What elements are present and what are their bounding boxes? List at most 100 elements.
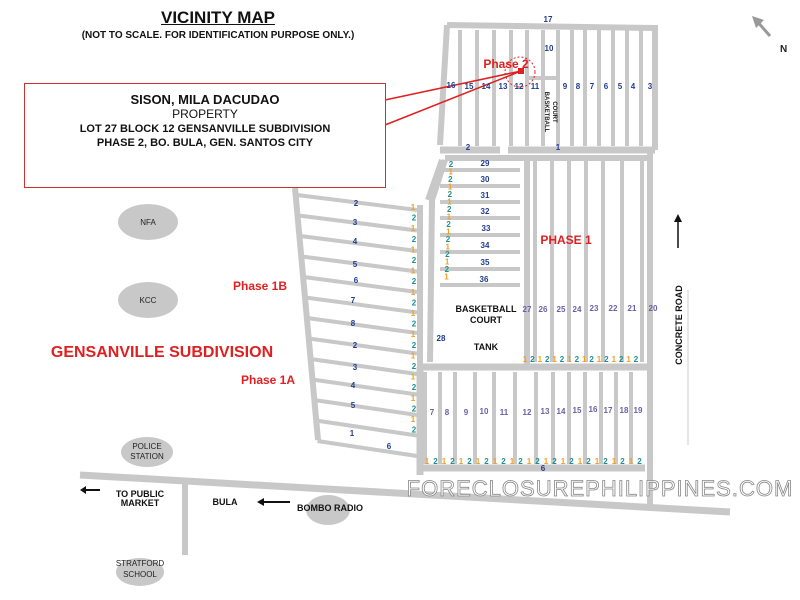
map-title: VICINITY MAP <box>161 8 275 27</box>
lot-mark: 2 <box>412 277 417 286</box>
lot-label: 5 <box>618 82 623 91</box>
lot-mark: 1 <box>527 457 532 466</box>
lot-label: 9 <box>563 82 568 91</box>
lot-mark: 2 <box>501 457 506 466</box>
police-station-marker <box>121 437 173 467</box>
nfa-label: NFA <box>140 218 156 227</box>
north-label: N <box>780 44 787 55</box>
lot-label: 35 <box>481 258 490 267</box>
lot-mark: 1 <box>538 355 543 364</box>
lot-mark: 2 <box>637 457 642 466</box>
lot-label: 2 <box>354 199 359 208</box>
phase1ab-block <box>292 187 423 470</box>
lot-label: 31 <box>481 191 490 200</box>
phase1-label: PHASE 1 <box>540 233 592 247</box>
lot-label: 33 <box>482 224 491 233</box>
lot-mark: 2 <box>518 457 523 466</box>
lot-label: 16 <box>447 81 456 90</box>
lot-line <box>312 377 418 397</box>
lot-label: 14 <box>557 407 566 416</box>
lot-label: 17 <box>604 406 613 415</box>
lot-label: 27 <box>523 305 532 314</box>
lot-label: 23 <box>590 304 599 313</box>
lot-label: 6 <box>354 276 359 285</box>
phase1b-label: Phase 1B <box>233 279 287 293</box>
lot-label: 10 <box>480 407 489 416</box>
basketball-court-top-label-2: COURT <box>551 101 557 123</box>
lot-mark: 2 <box>412 383 417 392</box>
lot-label: 3 <box>353 218 358 227</box>
lot-label: 16 <box>589 405 598 414</box>
stratford-school-marker <box>116 558 164 586</box>
lot-mark: 2 <box>412 320 417 329</box>
lot-mark: 2 <box>412 426 417 435</box>
lot-mark: 2 <box>445 250 450 259</box>
lot-mark: 2 <box>412 404 417 413</box>
lot-label: 9 <box>464 408 469 417</box>
lot-label: 2 <box>466 143 471 152</box>
lot-mark: 2 <box>412 362 417 371</box>
lot-mark: 1 <box>595 457 600 466</box>
lot-mark: 1 <box>597 355 602 364</box>
property-owner: SISON, MILA DACUDAO <box>130 92 280 107</box>
lot-mark: 1 <box>411 245 416 254</box>
lot-mark: 2 <box>446 220 451 229</box>
lot-line <box>306 316 418 335</box>
lot-mark: 2 <box>604 355 609 364</box>
lot-label: 17 <box>544 15 553 24</box>
police-label-2: STATION <box>130 452 164 461</box>
map-subtitle: (NOT TO SCALE. FOR IDENTIFICATION PURPOS… <box>81 30 355 41</box>
lot-line <box>305 295 418 315</box>
lot-mark: 2 <box>433 457 438 466</box>
bombo-radio-label: BOMBO RADIO <box>297 503 363 513</box>
lot-label: 28 <box>437 334 446 343</box>
lot-mark: 1 <box>523 355 528 364</box>
left-arrow-icon <box>257 498 290 506</box>
lot-label: 5 <box>353 260 358 269</box>
lot-label: 3 <box>353 363 358 372</box>
lot-mark: 2 <box>634 355 639 364</box>
lot-label: 29 <box>481 159 490 168</box>
lot-label: 14 <box>482 82 491 91</box>
lot-mark: 1 <box>411 330 416 339</box>
lot-mark: 2 <box>446 235 451 244</box>
lot-mark: 1 <box>552 355 557 364</box>
lot-label: 20 <box>649 304 658 313</box>
lot-line <box>317 439 418 458</box>
lot-line <box>310 357 418 376</box>
lot-mark: 2 <box>450 457 455 466</box>
lot-mark: 1 <box>459 457 464 466</box>
lot-line <box>298 213 418 233</box>
lot-label: 30 <box>481 175 490 184</box>
police-label: POLICE <box>132 442 161 451</box>
lot-label: 1 <box>556 143 561 152</box>
property-box: SISON, MILA DACUDAO PROPERTY LOT 27 BLOC… <box>24 83 386 188</box>
kcc-label: KCC <box>140 296 157 305</box>
lot-label: 1 <box>350 429 355 438</box>
lot-mark: 2 <box>448 175 453 184</box>
lot-line <box>315 418 418 438</box>
lot-mark: 2 <box>620 457 625 466</box>
lot-label: 5 <box>351 401 356 410</box>
phase1-block <box>416 155 650 475</box>
lot-label: 7 <box>590 82 595 91</box>
lot-mark: 1 <box>612 355 617 364</box>
lot-label: 13 <box>499 82 508 91</box>
lot-mark: 1 <box>447 198 452 207</box>
main-road <box>79 471 731 516</box>
lot-mark: 2 <box>586 457 591 466</box>
lot-label: 24 <box>573 305 582 314</box>
lot-label: 7 <box>351 296 356 305</box>
lot-mark: 1 <box>544 457 549 466</box>
lot-label: 3 <box>648 82 653 91</box>
lot-mark: 2 <box>569 457 574 466</box>
lot-mark: 1 <box>448 183 453 192</box>
lot-label: 15 <box>573 406 582 415</box>
lot-mark: 1 <box>445 258 450 267</box>
basketball-court-top-label: BASKETBALL <box>543 92 549 133</box>
lot-label: 7 <box>430 408 435 417</box>
lot-label: 4 <box>353 237 358 246</box>
lot-line <box>300 234 418 253</box>
lot-mark: 1 <box>493 457 498 466</box>
